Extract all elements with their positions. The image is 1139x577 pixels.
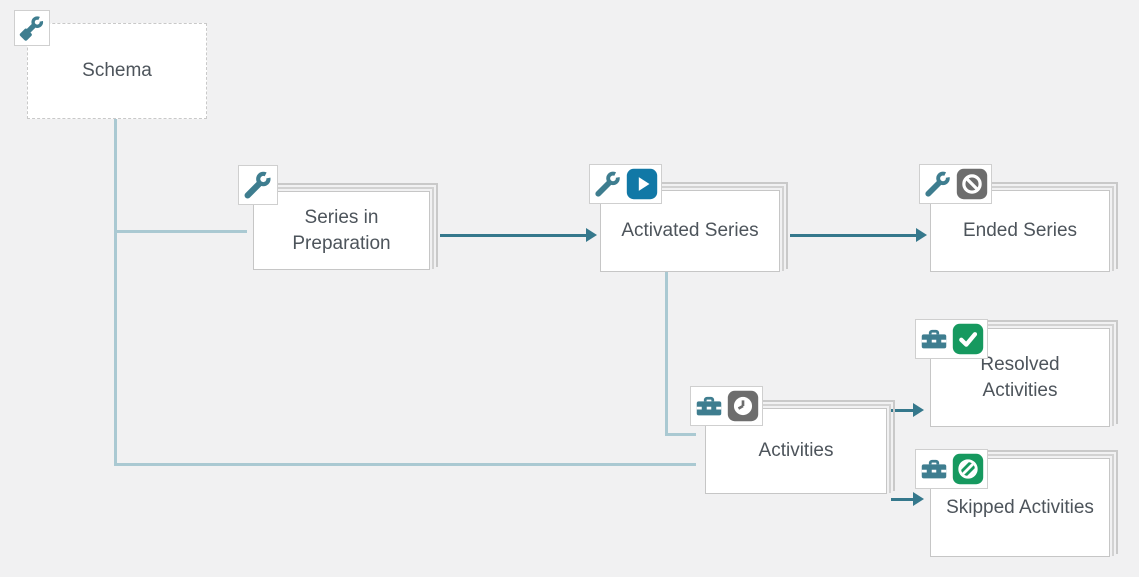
node-skipped-activities[interactable]: Skipped Activities xyxy=(915,449,1118,557)
node-resolved-activities[interactable]: Resolved Activities xyxy=(915,319,1118,427)
ban-icon xyxy=(956,168,988,200)
node-activities[interactable]: Activities xyxy=(690,386,895,494)
node-label: Ended Series xyxy=(962,220,1078,242)
arrowhead-icon xyxy=(913,492,924,506)
node-label: Series in Preparation xyxy=(292,207,391,254)
toolbox-icon xyxy=(921,329,947,349)
arrow-activities-to-skipped-activities xyxy=(891,498,914,501)
wrench-icon xyxy=(244,169,274,199)
check-icon xyxy=(952,323,984,355)
node-label: Schema xyxy=(82,60,152,82)
toolbox-icon xyxy=(696,396,722,416)
node-icon-badge xyxy=(238,165,278,205)
node-label: Activated Series xyxy=(621,220,759,242)
arrow-activities-to-resolved-activities xyxy=(891,409,914,412)
node-icon-badge xyxy=(915,449,988,489)
node-icon-badge xyxy=(690,386,763,426)
wrench-icon xyxy=(925,169,953,197)
node-series-in-preparation[interactable]: Series in Preparation xyxy=(238,165,438,270)
clock-icon xyxy=(727,390,759,422)
wrench-icon xyxy=(595,169,623,197)
node-icon-badge xyxy=(589,164,662,204)
node-schema[interactable]: Schema xyxy=(14,10,207,119)
node-label: Skipped Activities xyxy=(946,496,1094,518)
arrowhead-icon xyxy=(913,403,924,417)
arrow-series-in-preparation-to-activated-series xyxy=(440,234,587,237)
connector-activated-series-to-activities xyxy=(665,433,696,436)
node-icon-badge xyxy=(14,10,50,46)
play-icon xyxy=(626,168,658,200)
node-icon-badge xyxy=(915,319,988,359)
arrow-activated-series-to-ended-series xyxy=(790,234,917,237)
node-activated-series[interactable]: Activated Series xyxy=(589,164,788,272)
skip-icon xyxy=(952,453,984,485)
tools-icon xyxy=(19,14,46,41)
connector-schema-vertical xyxy=(114,118,117,466)
connector-activated-series-vertical xyxy=(665,272,668,436)
node-label: Activities xyxy=(758,440,834,462)
node-label: Resolved Activities xyxy=(980,354,1060,401)
connector-schema-to-activities xyxy=(114,463,696,466)
arrowhead-icon xyxy=(586,228,597,242)
arrowhead-icon xyxy=(916,228,927,242)
connector-schema-to-series-in-preparation xyxy=(114,230,247,233)
toolbox-icon xyxy=(921,459,947,479)
node-icon-badge xyxy=(919,164,992,204)
node-ended-series[interactable]: Ended Series xyxy=(919,164,1118,272)
